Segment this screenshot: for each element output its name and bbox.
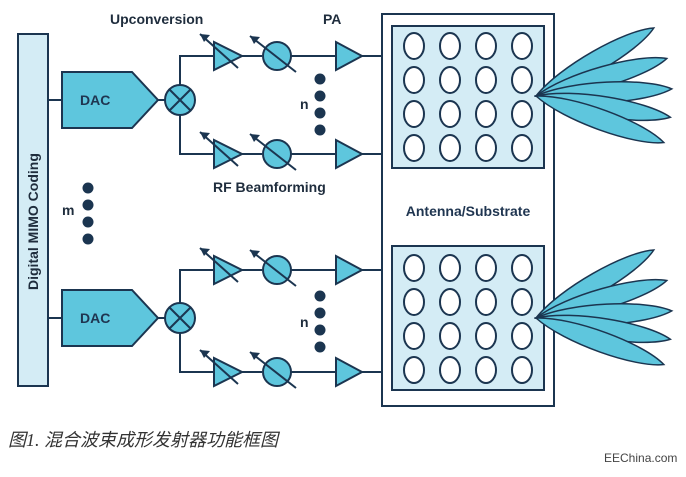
antenna-element [511,322,533,350]
rf-branch-1 [198,33,382,73]
dac-block-bottom [61,289,160,347]
variable-amp [213,356,245,388]
digital-mimo-panel [17,33,49,387]
dac-label-bottom: DAC [80,310,110,326]
ellipsis-dots-m [82,182,94,245]
antenna-element [439,134,461,162]
beam-lobes-bottom [533,249,674,366]
antenna-element [511,134,533,162]
upconversion-label: Upconversion [110,11,203,27]
antenna-element [475,322,497,350]
split-line-lower [179,115,198,155]
antenna-element [439,32,461,60]
beam-lobe [534,317,666,366]
antenna-element [403,100,425,128]
ellipsis-dots-n-bottom [314,290,326,353]
variable-amp [213,138,245,170]
rf-branch-3 [198,247,382,287]
n-label-bottom: n [300,314,309,330]
rf-beamforming-label: RF Beamforming [213,179,326,195]
antenna-element [403,32,425,60]
antenna-element [511,254,533,282]
mixer-top [164,84,196,116]
antenna-element [439,254,461,282]
pa-label: PA [323,11,341,27]
rf-branch-4 [198,349,382,389]
n-label-top: n [300,96,309,112]
antenna-element [511,32,533,60]
digital-mimo-label: Digital MIMO Coding [25,153,41,290]
antenna-element [439,356,461,384]
dac-block-top [61,71,160,129]
rf-branch-2 [198,131,382,171]
mixer-bottom [164,302,196,334]
antenna-element [475,134,497,162]
antenna-element [475,66,497,94]
antenna-element [439,322,461,350]
split-line-upper [179,269,198,303]
antenna-element [439,66,461,94]
antenna-element [511,66,533,94]
antenna-element [475,356,497,384]
power-amplifier [335,40,365,72]
beam-lobe [534,95,666,144]
antenna-element [403,66,425,94]
antenna-elements-bottom [403,254,533,384]
ellipsis-dots-n-top [314,73,326,136]
variable-amp [213,40,245,72]
power-amplifier [335,356,365,388]
antenna-element [475,254,497,282]
m-label: m [62,202,74,218]
watermark: EEChina.com [604,451,677,465]
antenna-element [403,322,425,350]
split-line-lower [179,333,198,373]
power-amplifier [335,138,365,170]
antenna-elements-top [403,32,533,162]
split-line-upper [179,55,198,85]
figure-caption: 图1. 混合波束成形发射器功能框图 [8,430,281,450]
dac-label-top: DAC [80,92,110,108]
antenna-element [511,356,533,384]
variable-amp [213,254,245,286]
antenna-element [511,288,533,316]
antenna-substrate-label: Antenna/Substrate [406,203,531,219]
beam-lobes-top [533,27,674,144]
antenna-element [439,288,461,316]
antenna-element [403,254,425,282]
antenna-element [511,100,533,128]
antenna-element [475,32,497,60]
antenna-element [403,134,425,162]
antenna-element [475,288,497,316]
antenna-element [403,288,425,316]
antenna-element [403,356,425,384]
antenna-element [475,100,497,128]
antenna-element [439,100,461,128]
power-amplifier [335,254,365,286]
